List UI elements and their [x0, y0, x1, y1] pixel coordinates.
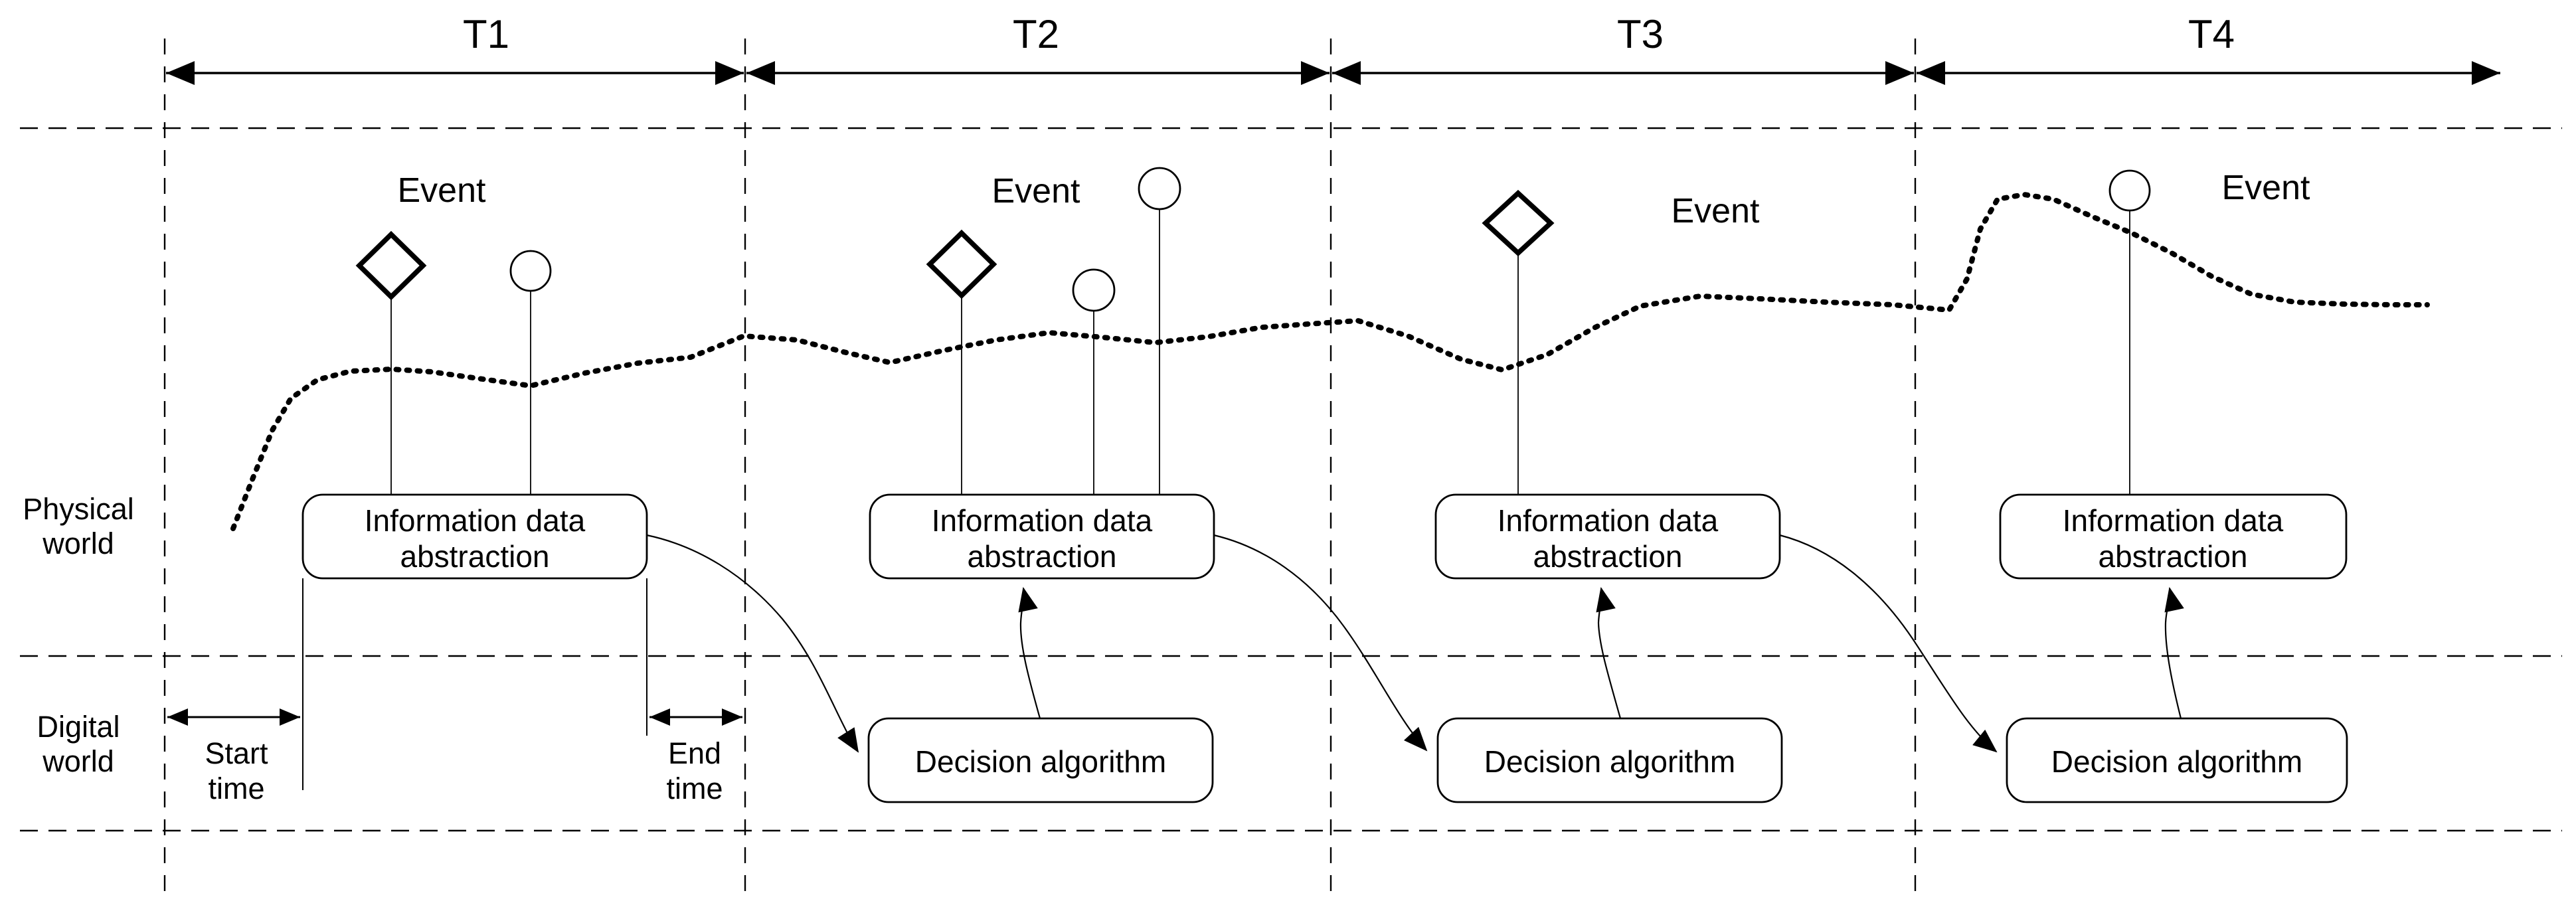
start-time-label-line1: Start	[205, 736, 268, 770]
digital-world-label-line2: world	[42, 744, 114, 778]
event-label-t3: Event	[1672, 192, 1760, 230]
physical-world-label-line2: world	[42, 527, 114, 560]
feedback-arrow-decision-t3-to-info-t3	[1596, 587, 1622, 719]
info-box-t2-label-line1: Information data	[932, 503, 1153, 538]
row-labels: Physical world Digital world	[23, 492, 134, 778]
decision-algorithm-box-t3	[1436, 717, 1783, 803]
period-label-t1: T1	[463, 12, 509, 56]
flow-arrow-info-t3-to-decision-t4	[1779, 534, 1998, 753]
decision-algorithm-box-t4	[2006, 717, 2348, 803]
decision-box-t4-label: Decision algorithm	[2051, 744, 2302, 779]
physical-world-label-line1: Physical	[23, 492, 134, 526]
flow-arrow-info-t2-to-decision-t3	[1213, 534, 1428, 752]
decision-algorithm-boxes: Decision algorithm Decision algorithm De…	[867, 717, 2348, 803]
event-diamond-marker-t3	[1482, 189, 1555, 257]
event-label-t1: Event	[398, 171, 487, 210]
decision-box-t3-label: Decision algorithm	[1484, 744, 1735, 779]
flow-connectors	[646, 534, 1998, 753]
period-label-t2: T2	[1013, 12, 1059, 56]
digital-world-label-line1: Digital	[37, 710, 120, 744]
info-box-t1-label-line1: Information data	[365, 503, 586, 538]
info-box-t4-label-line1: Information data	[2063, 503, 2284, 538]
information-abstraction-boxes: Information data abstraction Information…	[301, 493, 2348, 580]
event-diamond-marker-t1	[355, 230, 427, 301]
decision-algorithm-box-t2	[867, 717, 1214, 803]
info-box-t4-label-line2: abstraction	[2098, 539, 2247, 574]
info-abstraction-box-t4	[1999, 493, 2348, 580]
info-box-t3-label-line1: Information data	[1498, 503, 1719, 538]
event-circle-marker-t4	[2108, 169, 2151, 212]
feedback-connectors	[1018, 587, 2184, 719]
period-label-t3: T3	[1617, 12, 1664, 56]
feedback-arrow-decision-t4-to-info-t4	[2164, 587, 2184, 719]
info-box-t2-label-line2: abstraction	[967, 539, 1116, 574]
info-abstraction-box-t1	[301, 493, 648, 580]
sensor-signal-curve	[230, 192, 2430, 531]
grid	[20, 39, 2562, 900]
decision-box-t2-label: Decision algorithm	[915, 744, 1166, 779]
end-time-label-line1: End	[668, 736, 721, 770]
end-time-label-line2: time	[666, 772, 723, 805]
info-box-t3-label-line2: abstraction	[1533, 539, 1682, 574]
flow-arrow-info-t1-to-decision-t2	[646, 534, 859, 753]
event-circle-marker-t2-low	[1072, 268, 1116, 312]
start-end-annotations: Start time End time	[167, 578, 742, 805]
info-box-t1-label-line2: abstraction	[400, 539, 549, 574]
info-abstraction-box-t3	[1434, 493, 1781, 580]
start-time-label-line2: time	[208, 772, 264, 805]
event-label-t4: Event	[2222, 169, 2311, 207]
event-circle-marker-t1	[509, 250, 552, 292]
period-label-t4: T4	[2188, 12, 2235, 56]
event-circle-marker-t2-high	[1138, 167, 1181, 210]
timeline: T1 T2 T3 T4	[166, 12, 2500, 85]
info-abstraction-box-t2	[869, 493, 1215, 580]
event-label-t2: Event	[992, 172, 1081, 210]
feedback-arrow-decision-t2-to-info-t2	[1018, 587, 1041, 719]
events: Event Event Event Event	[355, 167, 2311, 495]
event-diamond-marker-t2	[926, 229, 997, 299]
